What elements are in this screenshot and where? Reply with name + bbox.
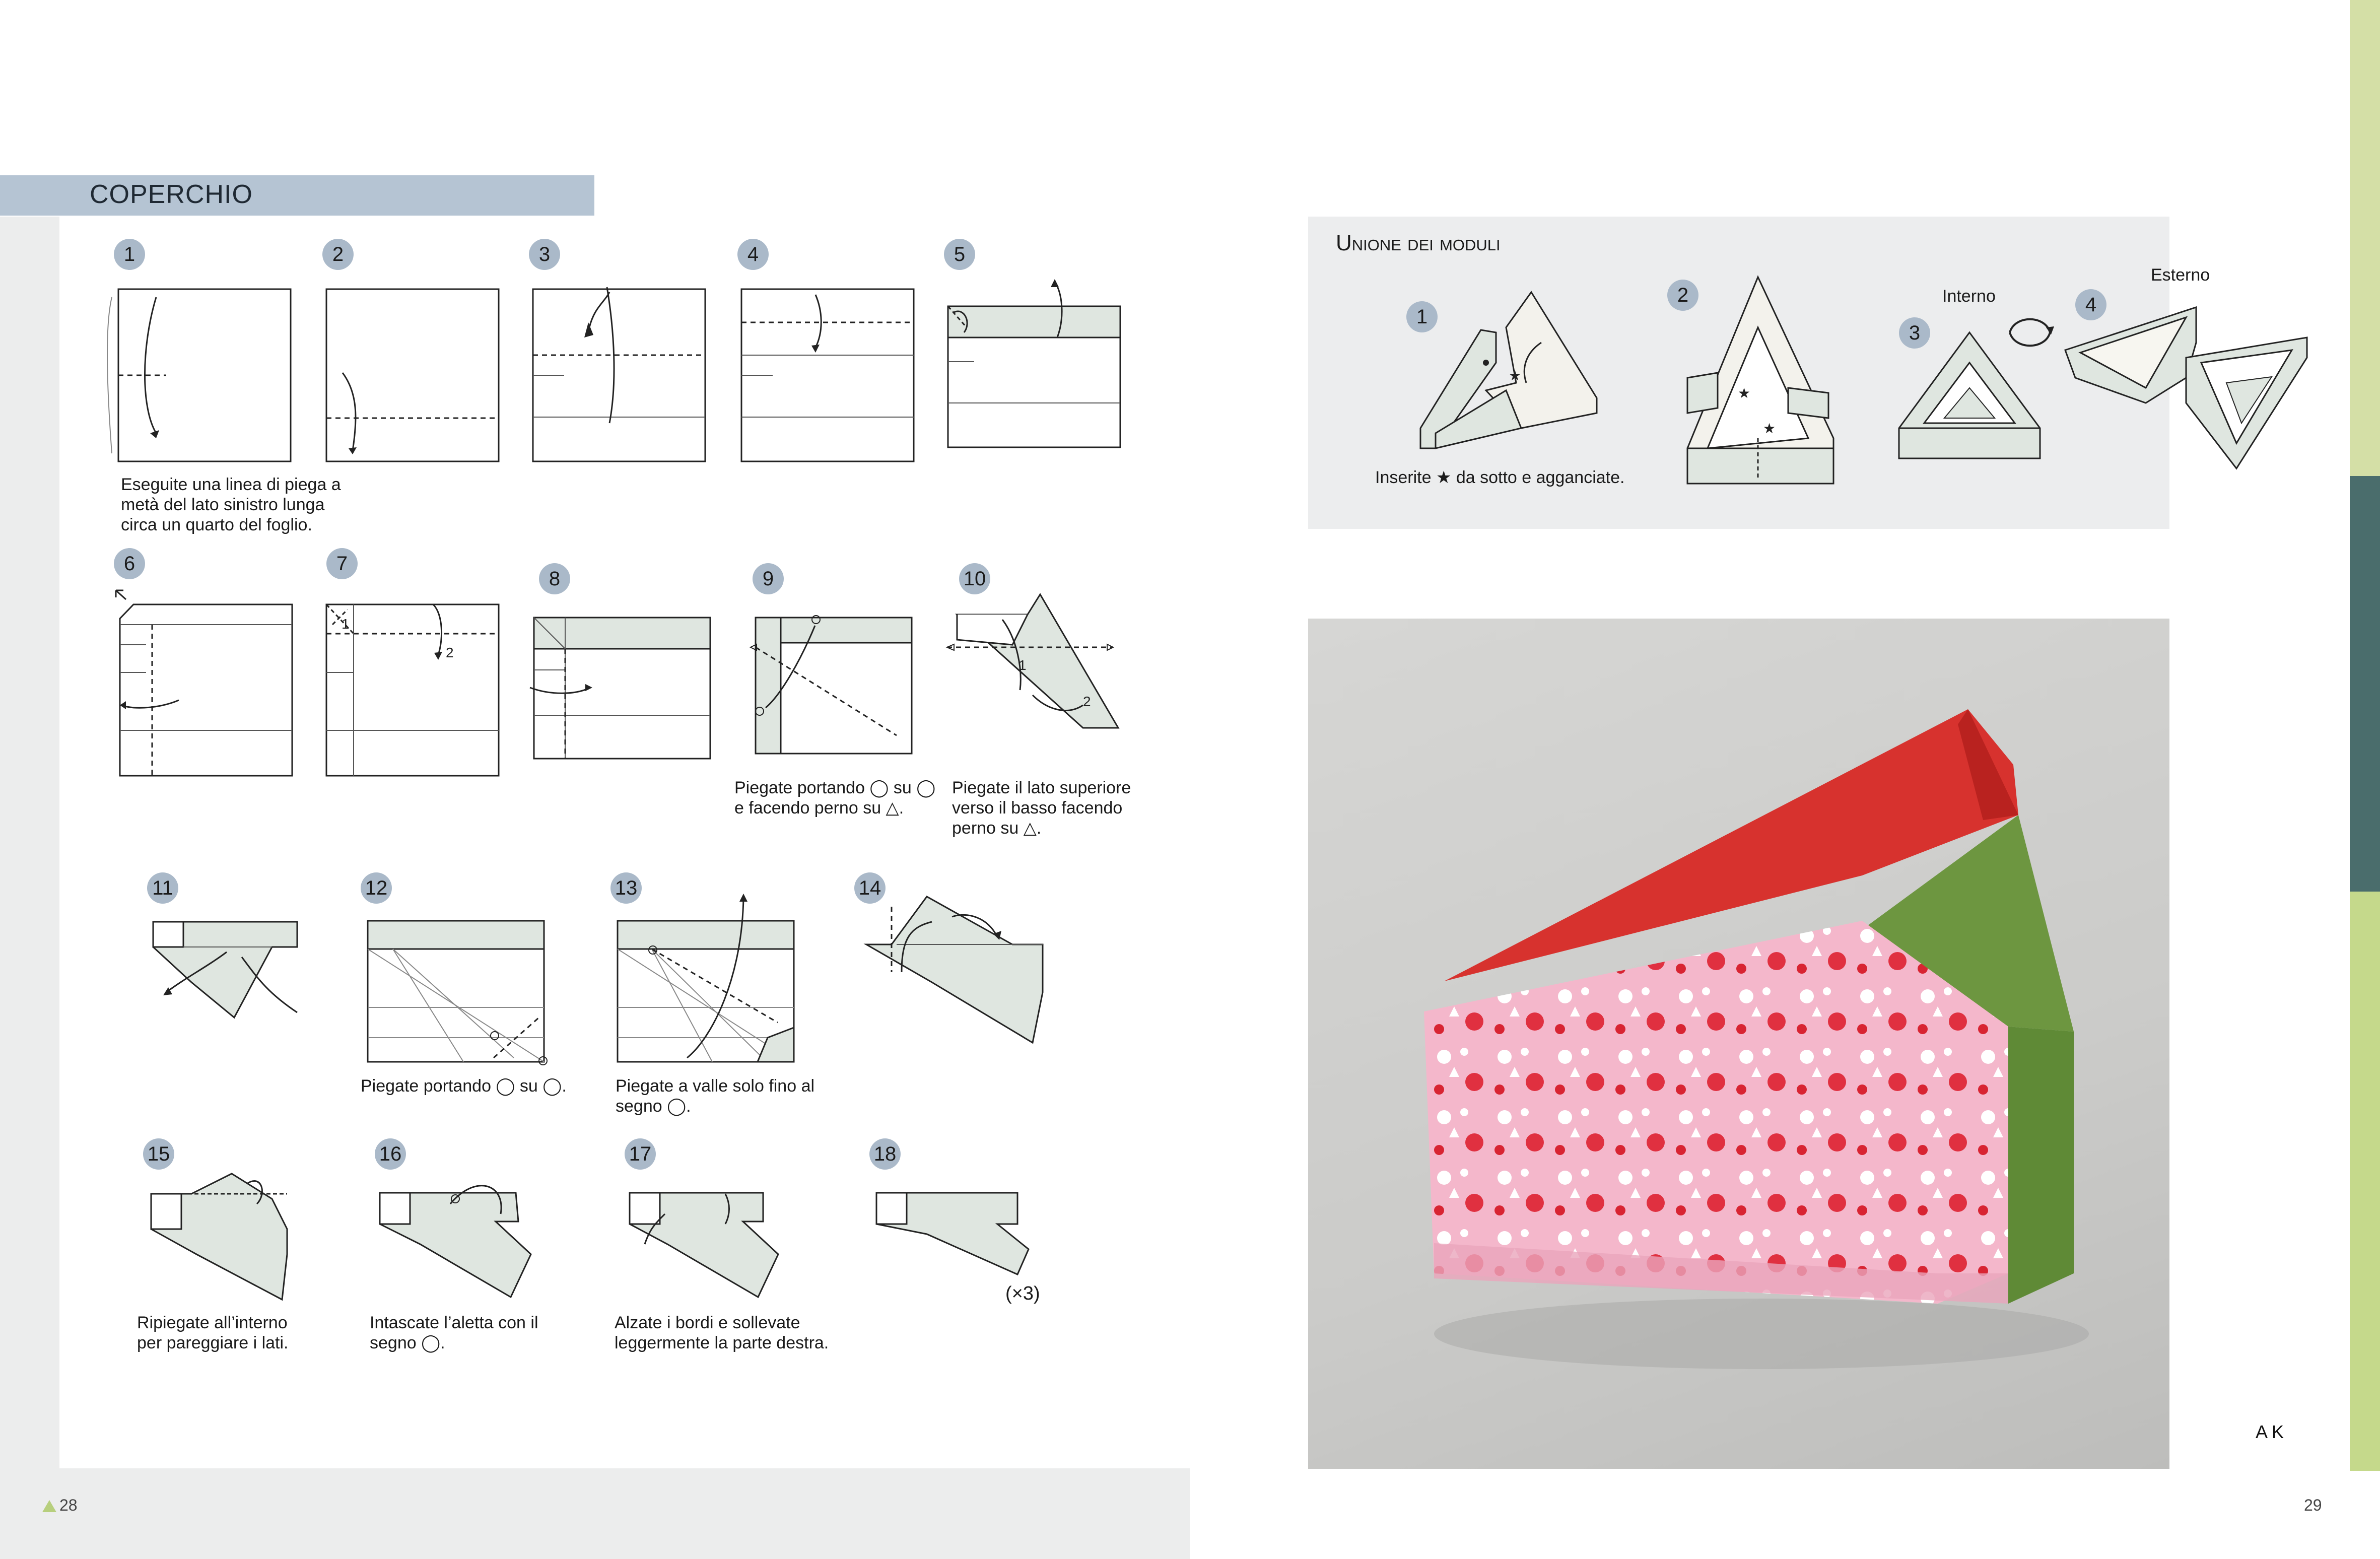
photo-credit: AK xyxy=(2256,1421,2288,1442)
side-tab-top xyxy=(2350,0,2380,476)
step-1-caption-line: Eseguite una linea di piega a xyxy=(121,475,341,494)
fold-label-1: 1 xyxy=(1018,657,1027,673)
repeat-note: (×3) xyxy=(1005,1283,1040,1304)
step-badge-9: 9 xyxy=(753,563,784,594)
step-badge-8: 8 xyxy=(539,563,570,594)
step-9-caption-line: e facendo perno su △. xyxy=(734,798,904,818)
step-13-caption: Piegate a valle solo fino al segno ◯. xyxy=(616,1076,814,1116)
union-diagram-4 xyxy=(2064,306,2308,470)
side-tab-bottom xyxy=(2350,892,2380,1471)
step-badge-11: 11 xyxy=(147,872,178,904)
step-badge-2: 2 xyxy=(322,239,354,270)
page-edge xyxy=(2335,0,2350,1559)
step-badge-16: 16 xyxy=(375,1138,406,1170)
step-16-caption-line: segno ◯. xyxy=(370,1333,445,1352)
diagram-step-4 xyxy=(740,288,915,462)
side-tab-middle xyxy=(2350,476,2380,892)
diagram-step-1 xyxy=(107,288,292,462)
page-marker-icon xyxy=(42,1500,56,1512)
diagram-step-17 xyxy=(629,1192,779,1299)
step-badge-4: 4 xyxy=(737,239,769,270)
step-15-caption-line: Ripiegate all’interno xyxy=(137,1313,288,1332)
step-17-caption-line: Alzate i bordi e sollevate xyxy=(615,1313,800,1332)
page-number-right: 29 xyxy=(2304,1496,2322,1514)
step-badge-18: 18 xyxy=(869,1138,901,1170)
step-13-caption-line: Piegate a valle solo fino al xyxy=(616,1076,815,1096)
diagram-step-10: 1 2 xyxy=(945,593,1120,729)
diagram-step-9 xyxy=(749,615,913,755)
step-1-caption: Eseguite una linea di piega a metà del l… xyxy=(121,475,341,535)
svg-text:★: ★ xyxy=(1509,368,1521,383)
step-badge-1: 1 xyxy=(114,239,145,270)
diagram-step-11 xyxy=(152,921,298,1019)
diagram-step-6 xyxy=(115,589,293,777)
diagram-step-15 xyxy=(150,1173,288,1301)
finished-box-photo xyxy=(1308,619,2169,1469)
diagram-step-3 xyxy=(532,287,706,462)
step-17-caption-line: leggermente la parte destra. xyxy=(615,1333,829,1352)
union-diagram-1: ★ xyxy=(1419,291,1598,449)
step-badge-6: 6 xyxy=(114,548,145,579)
diagram-step-8 xyxy=(529,617,711,760)
step-badge-5: 5 xyxy=(944,239,975,270)
section-title-band xyxy=(0,175,594,216)
section-title: COPERCHIO xyxy=(90,180,253,209)
step-12-caption: Piegate portando ◯ su ◯. xyxy=(361,1076,567,1096)
union-label-esterno: Esterno xyxy=(2151,265,2210,285)
left-page-footer xyxy=(0,1468,1190,1559)
step-10-caption-line: Piegate il lato superiore xyxy=(952,778,1131,797)
step-badge-7: 7 xyxy=(326,548,358,579)
union-label-interno: Interno xyxy=(1942,287,1996,306)
diagram-step-12 xyxy=(367,920,548,1065)
svg-text:★: ★ xyxy=(1763,421,1776,436)
box-illustration xyxy=(1424,709,2089,1369)
diagram-step-18 xyxy=(875,1192,1030,1275)
diagram-step-2 xyxy=(325,288,500,462)
union-diagram-3 xyxy=(1898,331,2041,459)
step-1-caption-line: circa un quarto del foglio. xyxy=(121,515,312,534)
step-9-caption: Piegate portando ◯ su ◯ e facendo perno … xyxy=(734,778,935,818)
fold-label-2: 2 xyxy=(446,645,454,660)
step-16-caption: Intascate l’aletta con il segno ◯. xyxy=(370,1313,538,1353)
step-badge-17: 17 xyxy=(625,1138,656,1170)
page-number-left: 28 xyxy=(59,1496,78,1514)
fold-label-2: 2 xyxy=(1083,694,1091,709)
diagram-step-7: 1 2 xyxy=(325,603,500,777)
step-13-caption-line: segno ◯. xyxy=(616,1097,691,1116)
union-badge-1: 1 xyxy=(1406,301,1438,332)
union-badge-4: 4 xyxy=(2075,289,2106,320)
union-step-1-caption: Inserite ★ da sotto e agganciate. xyxy=(1375,468,1625,487)
step-9-caption-line: Piegate portando ◯ su ◯ xyxy=(734,778,936,797)
diagram-step-14 xyxy=(863,896,1044,1044)
step-10-caption: Piegate il lato superiore verso il basso… xyxy=(952,778,1131,838)
step-10-caption-line: verso il basso facendo xyxy=(952,798,1123,818)
step-badge-12: 12 xyxy=(361,872,392,904)
left-page-margin xyxy=(0,217,59,1468)
step-12-caption-line: Piegate portando ◯ su ◯. xyxy=(361,1076,567,1096)
fold-label-1: 1 xyxy=(342,616,350,632)
diagram-step-5 xyxy=(947,279,1121,448)
union-title: Unione dei moduli xyxy=(1336,231,1501,255)
rotate-arrow-icon xyxy=(2009,318,2054,347)
step-badge-10: 10 xyxy=(959,563,990,594)
step-15-caption-line: per pareggiare i lati. xyxy=(137,1333,289,1352)
diagram-step-13 xyxy=(617,894,795,1063)
step-1-caption-line: metà del lato sinistro lunga xyxy=(121,495,325,514)
step-badge-3: 3 xyxy=(529,239,560,270)
union-badge-3: 3 xyxy=(1899,317,1930,349)
step-17-caption: Alzate i bordi e sollevate leggermente l… xyxy=(615,1313,829,1353)
union-badge-2: 2 xyxy=(1667,280,1698,311)
step-16-caption-line: Intascate l’aletta con il xyxy=(370,1313,538,1332)
diagram-step-16 xyxy=(379,1185,532,1299)
svg-text:★: ★ xyxy=(1738,385,1750,401)
step-badge-14: 14 xyxy=(854,872,886,904)
step-10-caption-line: perno su △. xyxy=(952,819,1042,838)
step-badge-13: 13 xyxy=(610,872,642,904)
step-badge-15: 15 xyxy=(143,1138,174,1170)
union-diagram-2: ★ ★ xyxy=(1686,275,1834,485)
step-15-caption: Ripiegate all’interno per pareggiare i l… xyxy=(137,1313,289,1353)
